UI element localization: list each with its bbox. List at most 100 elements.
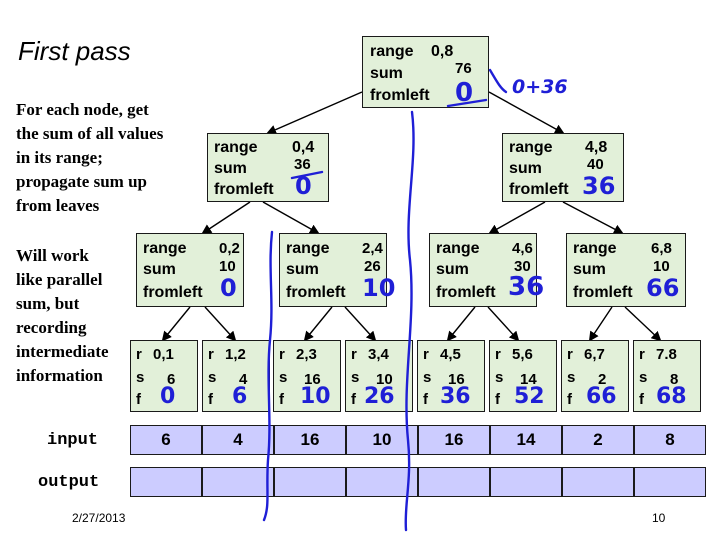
handwritten-fromleft: 0: [220, 274, 237, 302]
handwritten-fromleft: 36: [582, 172, 616, 200]
range-value: 5,6: [512, 346, 533, 363]
handwritten-fromleft: 52: [514, 384, 545, 409]
tree-node-0-4: range 0,4 sum 36 fromleft: [207, 133, 329, 202]
fromleft-label: fromleft: [436, 284, 496, 301]
footer-page-number: 10: [652, 511, 666, 525]
f-label: f: [423, 391, 428, 408]
sum-value: 26: [364, 258, 381, 275]
explanation-text-sum: For each node, get the sum of all values…: [16, 100, 164, 215]
sum-value: 10: [653, 258, 670, 275]
leaf-node-2-3: r 2,3 s 16 f: [273, 340, 341, 412]
f-label: f: [136, 391, 141, 408]
handwritten-fromleft: 0: [455, 78, 474, 108]
f-label: f: [208, 391, 213, 408]
range-value: 2,3: [296, 346, 317, 363]
tree-node-4-8: range 4,8 sum 40 fromleft: [502, 133, 624, 202]
r-label: r: [279, 346, 285, 363]
arrow-4-6-right: [487, 306, 520, 342]
range-value: 4,6: [512, 240, 533, 257]
output-cell: [562, 467, 634, 497]
leaf-node-7-8: r 7.8 s 8 f: [633, 340, 701, 412]
arrow-6-8-right: [624, 306, 662, 342]
s-label: s: [136, 369, 145, 386]
handwritten-fromleft: 0: [160, 384, 176, 409]
range-label: range: [509, 139, 553, 156]
handwritten-fromleft: 68: [656, 384, 687, 409]
range-value: 4,8: [585, 139, 608, 156]
input-cell: 10: [346, 425, 418, 455]
handwritten-fromleft: 66: [586, 384, 617, 409]
sum-value: 30: [514, 258, 531, 275]
fromleft-label: fromleft: [370, 87, 430, 104]
leaf-node-5-6: r 5,6 s 14 f: [489, 340, 557, 412]
range-label: range: [573, 240, 617, 257]
handwritten-fromleft: 36: [440, 384, 471, 409]
leaf-node-6-7: r 6,7 s 2 f: [561, 340, 629, 412]
range-label: range: [436, 240, 480, 257]
input-cell: 2: [562, 425, 634, 455]
fromleft-label: fromleft: [509, 181, 569, 198]
arrow-0-4-right: [262, 201, 320, 234]
arrow-2-4-right: [344, 306, 377, 342]
handwritten-fromleft: 10: [300, 384, 331, 409]
sum-label: sum: [509, 160, 542, 177]
f-label: f: [567, 391, 572, 408]
sum-label: sum: [214, 160, 247, 177]
sum-label: sum: [436, 261, 469, 278]
sum-value: 76: [455, 60, 472, 77]
arrow-0-2-right: [204, 306, 237, 342]
sum-value: 8: [670, 371, 679, 388]
output-cell: [634, 467, 706, 497]
sum-value: 2: [598, 371, 607, 388]
sum-label: sum: [286, 261, 319, 278]
sum-value: 40: [587, 156, 604, 173]
arrow-4-6-left: [446, 306, 476, 342]
handwritten-note: 0+36: [512, 76, 568, 98]
range-value: 0,2: [219, 240, 240, 257]
f-label: f: [639, 391, 644, 408]
r-label: r: [423, 346, 429, 363]
range-label: range: [214, 139, 258, 156]
output-cell: [130, 467, 202, 497]
output-cell: [274, 467, 346, 497]
sum-value: 14: [520, 371, 537, 388]
s-label: s: [208, 369, 217, 386]
s-label: s: [423, 369, 432, 386]
handwritten-fromleft: 66: [646, 274, 680, 302]
tree-node-0-2: range 0,2 sum 10 fromleft: [136, 233, 244, 307]
sum-value: 4: [239, 371, 248, 388]
fromleft-label: fromleft: [573, 284, 633, 301]
r-label: r: [567, 346, 573, 363]
range-label: range: [143, 240, 187, 257]
arrow-0-4-left: [201, 201, 251, 235]
f-label: f: [495, 391, 500, 408]
input-cell: 4: [202, 425, 274, 455]
fromleft-label: fromleft: [214, 181, 274, 198]
r-label: r: [495, 346, 501, 363]
sum-label: sum: [573, 261, 606, 278]
sum-value: 10: [219, 258, 236, 275]
tree-node-4-6: range 4,6 sum 30 fromleft: [429, 233, 537, 307]
fromleft-label: fromleft: [286, 284, 346, 301]
tree-node-root: range 0,8 sum 76 fromleft: [362, 36, 489, 108]
handwritten-fromleft: 10: [362, 274, 396, 302]
input-cell: 8: [634, 425, 706, 455]
explanation-text-parallel: Will work like parallel sum, but recordi…: [16, 246, 109, 385]
arrow-0-2-left: [161, 306, 191, 342]
sum-value: 36: [294, 156, 311, 173]
arrow-6-8-left: [588, 306, 613, 342]
range-value: 1,2: [225, 346, 246, 363]
handwritten-fromleft: 36: [508, 272, 545, 302]
range-value: 0,4: [292, 139, 315, 156]
leaf-node-0-1: r 0,1 s 6 f: [130, 340, 198, 412]
sum-label: sum: [370, 65, 403, 82]
sum-value: 16: [304, 371, 321, 388]
arrow-2-4-left: [303, 306, 333, 342]
range-value: 6,7: [584, 346, 605, 363]
r-label: r: [136, 346, 142, 363]
r-label: r: [208, 346, 214, 363]
slide-title: First pass: [18, 36, 131, 66]
range-value: 0,8: [431, 43, 454, 60]
input-cell: 6: [130, 425, 202, 455]
